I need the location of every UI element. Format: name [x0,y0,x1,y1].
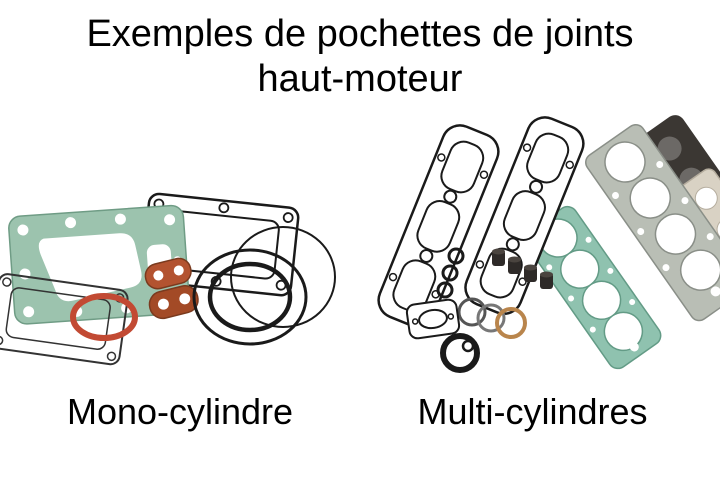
multi-cylinder-kit-illustration [377,115,720,373]
head-gasket-teal [523,205,662,370]
valve-cover-gasket-left [377,124,500,328]
o-rings [192,226,336,346]
caption-multi-cylindres: Multi-cylindres [417,391,648,432]
valve-stem-seals [492,248,553,289]
small-o-rings [436,247,465,299]
small-oval-gasket [405,298,461,340]
caption-mono-cylindre: Mono-cylindre [66,391,294,432]
exhaust-gaskets [144,257,199,320]
outline-gasket [0,273,129,366]
mono-cylinder-kit-illustration [0,192,336,366]
page-title-line2: haut-moteur [257,58,463,100]
head-gasket-gray [585,123,720,322]
washer-rings [457,297,527,339]
page-title-line1: Exemples de pochettes de joints [86,13,634,55]
copper-ring-gasket [70,293,138,341]
mono-cylinder-kit-image [0,185,350,385]
cylinder-base-gasket [8,204,191,325]
multi-cylinder-kit-image [320,100,720,390]
oil-seal [440,333,480,373]
